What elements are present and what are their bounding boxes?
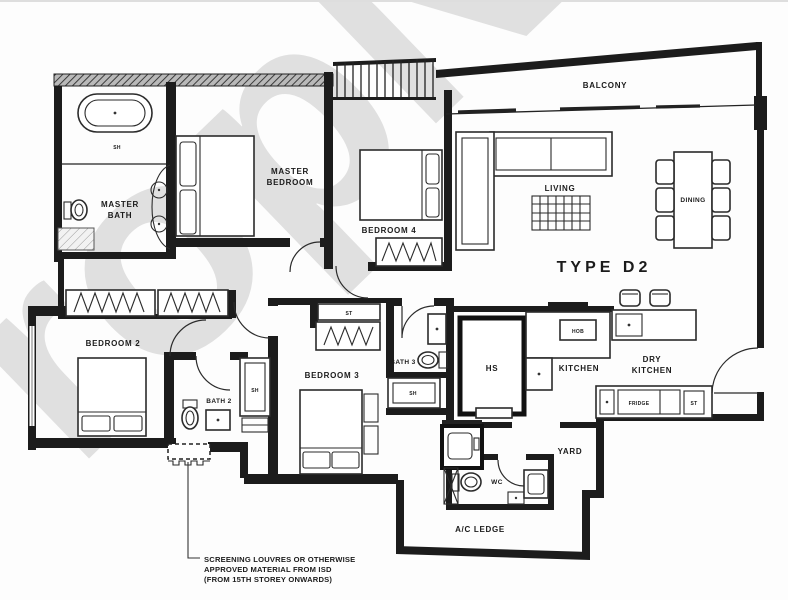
dry-kitchen-peninsula (611, 309, 697, 341)
label-master-bath-1: MASTER (101, 200, 139, 209)
label-yard: YARD (558, 447, 583, 456)
wc-shower (523, 469, 549, 499)
label-bedroom2: BEDROOM 2 (86, 339, 141, 348)
fridge-label: FRIDGE (629, 401, 650, 407)
door-arcs (169, 241, 759, 487)
label-type-d2: TYPE D2 (557, 259, 652, 276)
label-master-bath-2: BATH (108, 211, 132, 220)
rug (531, 195, 591, 231)
balcony-railing (333, 58, 436, 100)
label-hs: HS (486, 364, 499, 373)
bath3-door-arc (401, 305, 435, 339)
master-bath-vanity (150, 164, 171, 250)
label-ac-ledge: A/C LEDGE (455, 525, 505, 534)
bath2-toilet (181, 399, 199, 430)
label-master-bedroom-1: MASTER (271, 167, 309, 176)
bedroom3-door-arc (233, 301, 271, 339)
bedroom4-bed (359, 149, 443, 221)
label-living: LIVING (545, 184, 576, 193)
store-label: ST (346, 311, 353, 317)
bedroom4-wardrobe (375, 237, 443, 267)
label-bath3: BATH 3 (390, 359, 415, 366)
bedroom3-store-closet: ST (317, 303, 381, 321)
bedroom2-window (29, 326, 35, 426)
balcony-door-track (445, 104, 757, 115)
walkin-wardrobe-left (65, 289, 156, 317)
dining-table (655, 151, 731, 249)
label-dry-kitchen-1: DRY (643, 355, 662, 364)
bedroom3-wardrobe (315, 321, 381, 351)
wc-toilet (451, 472, 482, 492)
sofa (455, 131, 613, 251)
kitchen-hob-counter: HOB (525, 311, 611, 359)
annotation-leader (187, 462, 200, 559)
bath2-shower (239, 357, 271, 417)
screening-louvre-window (167, 443, 211, 466)
annotation-line3: (FROM 15TH STOREY ONWARDS) (204, 575, 332, 584)
label-bedroom4: BEDROOM 4 (362, 226, 417, 235)
bedroom2-door-arc (169, 319, 207, 357)
hob-label: HOB (572, 329, 584, 335)
label-wc: WC (491, 479, 503, 486)
wc-sink (507, 491, 525, 505)
master-bed (175, 135, 255, 237)
bath2-sink (205, 409, 231, 431)
annotation-line2: APPROVED MATERIAL FROM ISD (204, 565, 332, 574)
label-bath2: BATH 2 (206, 398, 231, 405)
kitchen-sink-counter (525, 357, 553, 391)
shower-label-bath3: SH (409, 391, 417, 397)
label-kitchen: KITCHEN (559, 364, 599, 373)
bar-stools (619, 289, 671, 307)
shower-ledge-hatch (57, 227, 95, 251)
household-shelter (457, 315, 527, 419)
bath3-toilet (417, 351, 448, 369)
wc-door-arc (497, 459, 525, 487)
label-master-bedroom-2: BEDROOM (267, 178, 314, 187)
bedroom2-bed (77, 357, 147, 437)
washing-machine (440, 420, 484, 470)
master-bedroom-door-arc (289, 241, 321, 273)
store-label-2: ST (691, 401, 698, 407)
shower-label-master: SH (113, 145, 121, 151)
bathtub (77, 93, 153, 133)
walkin-wardrobe-right (157, 289, 229, 317)
bath2-door-arc (195, 355, 231, 391)
fridge-counter: FRIDGE ST (595, 385, 713, 419)
entrance-door-arc (711, 347, 759, 394)
label-balcony: BALCONY (583, 81, 627, 90)
label-dining: DINING (680, 197, 705, 204)
bedroom3-bed (299, 389, 379, 475)
label-dry-kitchen-2: KITCHEN (632, 366, 672, 375)
label-bedroom3: BEDROOM 3 (305, 371, 360, 380)
bedroom4-door-arc (335, 265, 369, 299)
shower-label-bath2: SH (251, 388, 259, 394)
bath2-window (241, 417, 269, 433)
master-bath-toilet (63, 199, 88, 221)
bath3-shower (387, 377, 441, 409)
bath3-sink (427, 313, 447, 345)
annotation-line1: SCREENING LOUVRES OR OTHERWISE (204, 555, 355, 564)
annotation-text: SCREENING LOUVRES OR OTHERWISE APPROVED … (204, 555, 355, 584)
